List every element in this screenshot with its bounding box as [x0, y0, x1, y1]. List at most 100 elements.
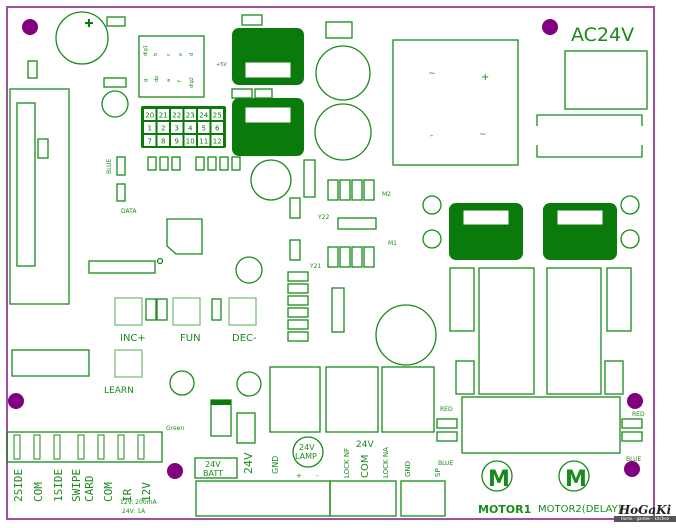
- capacitor-electrolytic-1: [315, 45, 371, 101]
- segment-label: b: [153, 53, 159, 56]
- capacitor-plus-mark: [85, 19, 93, 27]
- led-blue: [116, 156, 126, 176]
- led-blue-label: BLUE: [106, 158, 113, 174]
- m2-label: M2: [382, 191, 391, 198]
- button-learn[interactable]: [114, 349, 143, 378]
- terminal-block-lock: [329, 480, 397, 517]
- pin-label: 7: [148, 138, 152, 146]
- pin-cell: [211, 135, 223, 146]
- smd-pad: [254, 88, 273, 99]
- led-green-label: Green: [166, 425, 184, 432]
- relay-module: [11, 349, 90, 377]
- mount-hole-top-right: [542, 19, 558, 35]
- pin-label: 5: [202, 125, 206, 133]
- ic-dip: [331, 287, 345, 333]
- diode-power: [210, 399, 232, 437]
- terminal-label: CARD: [83, 476, 96, 503]
- motor-relay-small-1: [449, 267, 475, 332]
- mount-hole-bottom-mid: [167, 463, 183, 479]
- button-dec[interactable]: [228, 297, 257, 326]
- bridge-plus: +: [481, 72, 489, 83]
- pin-cell: [198, 109, 210, 120]
- pin-cell: [157, 122, 169, 133]
- board-outline: [6, 6, 655, 520]
- motor-relay-2: [546, 267, 602, 395]
- led-data-label: DATA: [121, 208, 137, 215]
- capacitor-tiny: [620, 195, 640, 215]
- terminal-label: COM: [102, 482, 115, 502]
- button-learn-label: LEARN: [104, 386, 134, 396]
- relay-1: [269, 366, 321, 433]
- segment-label: d: [189, 53, 195, 56]
- button-inc[interactable]: [114, 297, 143, 326]
- resistor-motor-2: [604, 360, 624, 395]
- lock-nf-label: LOCK NF: [343, 448, 351, 478]
- capacitor-electrolytic-4: [375, 304, 437, 366]
- pin1-marker: [156, 257, 164, 265]
- button-fun-label: FUN: [180, 333, 201, 344]
- segment-label: dig1: [143, 45, 149, 56]
- segment-label: e: [178, 53, 184, 56]
- batt-top-label: 24V: [205, 460, 221, 469]
- pin-label: 2: [161, 125, 165, 133]
- segment-label: g: [143, 79, 149, 82]
- pin-label: 4: [188, 125, 193, 133]
- batt-bottom-label: BATT: [203, 469, 223, 478]
- smd-pad: [289, 239, 301, 261]
- smd-pad: [27, 60, 38, 79]
- resistor: [236, 412, 256, 444]
- terminal-block-left: [6, 431, 163, 463]
- pin-label: 20: [145, 112, 154, 120]
- button-fun[interactable]: [172, 297, 201, 326]
- smd-pad: [207, 156, 217, 171]
- gnd-label: GND: [271, 456, 280, 474]
- pin-cell: [211, 122, 223, 133]
- board-title: AC24V: [571, 24, 634, 46]
- motor2-label: MOTOR2(DELAY): [538, 504, 622, 515]
- smd-pad: [171, 156, 181, 171]
- resistor-bank-m1: [327, 246, 375, 268]
- pin-cell: [171, 122, 183, 133]
- led-red-1: [436, 418, 458, 429]
- button-dec-label: DEC-: [232, 333, 257, 344]
- pin-label: 12: [213, 138, 222, 146]
- terminal-pin: [97, 434, 105, 460]
- pin-cell: [157, 135, 169, 146]
- seven-segment-display: [138, 35, 205, 98]
- motor1-glyph: M: [488, 467, 510, 492]
- pin-label: 1: [148, 125, 152, 133]
- smd-pad: [289, 197, 301, 219]
- lamp-top-label: 24V: [299, 443, 315, 452]
- smd-pad: [145, 298, 157, 321]
- brand-tagline: Home - garden - kitchen: [614, 516, 676, 522]
- segment-label: f: [177, 80, 183, 82]
- m1-label: M1: [388, 240, 397, 247]
- capacitor-small-2: [235, 256, 263, 284]
- segment-labels: dig1 b c e d g dp a f dig2: [143, 45, 195, 88]
- power-spec-24v: 24V: 1A: [122, 508, 146, 515]
- button-inc-label: INC+: [120, 333, 146, 344]
- pin-label: 6: [215, 125, 220, 133]
- motor1-blue-label: BLUE: [438, 460, 454, 467]
- terminal-label: 2SIDE: [12, 469, 25, 502]
- capacitor-electrolytic-3: [250, 159, 292, 201]
- smd-pad: [156, 298, 168, 321]
- lamp-indicator: [292, 436, 324, 468]
- capacitor-small: [101, 90, 129, 118]
- lock-na-label: LOCK NA: [382, 447, 390, 478]
- motor2-blue-label: BLUE: [626, 456, 642, 463]
- pin-cell: [144, 109, 156, 120]
- smd-pad-column: [287, 271, 309, 342]
- y22-label: Y22: [317, 214, 329, 221]
- relay-3: [381, 366, 435, 433]
- motor1-red-label: RED: [440, 406, 453, 413]
- left-module-inner: [16, 102, 36, 267]
- left-module-outline: [9, 88, 70, 305]
- brand-logo: HoGaKi Home - garden - kitchen: [614, 504, 676, 522]
- pin-label: 8: [161, 138, 165, 146]
- pin-cell: [198, 122, 210, 133]
- diode: [325, 21, 353, 39]
- terminal-pin: [137, 434, 145, 460]
